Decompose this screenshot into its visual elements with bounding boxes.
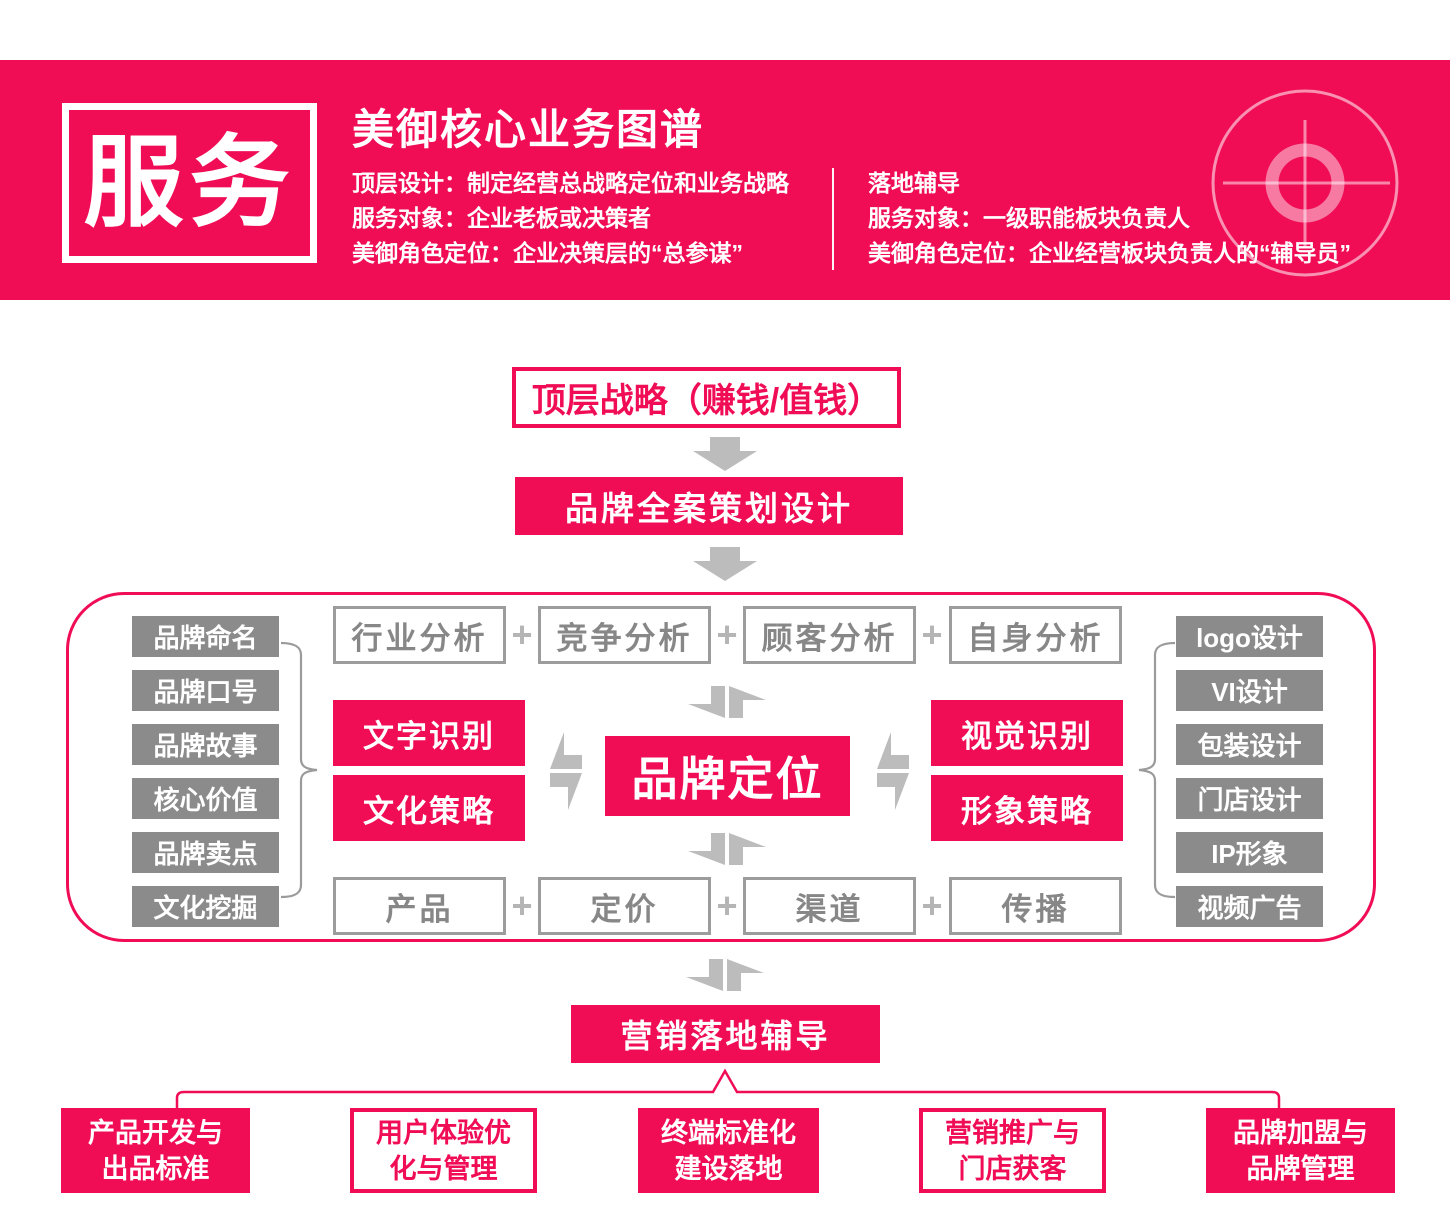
bottom-service-box-user-experience: 用户体验优化与管理: [350, 1108, 537, 1193]
brand-plan-box: 品牌全案策划设计: [515, 477, 903, 535]
bottom-box-line: 品牌加盟与: [1233, 1117, 1368, 1148]
service-badge: 服务: [62, 103, 317, 263]
brand-asset-item: 品牌命名: [132, 616, 279, 657]
brand-asset-item: 品牌卖点: [132, 832, 279, 873]
banner-right-info: 落地辅导 服务对象：一级职能板块负责人 美御角色定位：企业经营板块负责人的“辅导…: [868, 166, 1351, 271]
banner-right-info-line-1: 落地辅导: [868, 170, 960, 196]
banner-left-info-line-1: 顶层设计：制定经营总战略定位和业务战略: [352, 170, 789, 196]
brand-asset-item: 品牌口号: [132, 670, 279, 711]
design-output-item: VI设计: [1176, 670, 1323, 711]
banner-divider: [832, 168, 834, 270]
marketing-mix-box: 产品: [333, 877, 506, 935]
bottom-box-line: 品牌管理: [1246, 1153, 1355, 1184]
bottom-service-box-brand-franchise: 品牌加盟与品牌管理: [1206, 1108, 1395, 1193]
brand-plan-label: 品牌全案策划设计: [565, 490, 853, 527]
analysis-box: 顾客分析: [743, 606, 916, 664]
analysis-box: 自身分析: [949, 606, 1122, 664]
banner-left-info-line-3: 美御角色定位：企业决策层的“总参谋”: [352, 240, 743, 266]
plus-sign: +: [716, 885, 738, 926]
plus-sign: +: [511, 885, 533, 926]
brand-asset-item: 品牌故事: [132, 724, 279, 765]
brand-positioning-box: 品牌定位: [605, 736, 850, 816]
bottom-box-line: 终端标准化: [661, 1117, 796, 1148]
marketing-mix-box: 渠道: [743, 877, 916, 935]
plus-sign: +: [921, 885, 943, 926]
connector-line: [175, 1068, 1281, 1108]
down-arrow-icon: [693, 547, 757, 581]
visual-identity-box: 视觉识别: [931, 700, 1123, 766]
swap-vertical-icon: [688, 686, 766, 718]
design-output-item: logo设计: [1176, 616, 1323, 657]
swap-vertical-icon: [686, 959, 764, 991]
swap-horizontal-icon: [877, 732, 909, 810]
bottom-service-box-product-development: 产品开发与出品标准: [61, 1108, 250, 1193]
design-output-item: 视频广告: [1176, 886, 1323, 927]
brand-matrix-container: 品牌命名 品牌口号 品牌故事 核心价值 品牌卖点 文化挖掘 行业分析 + 竞争分…: [66, 592, 1376, 942]
bottom-box-line: 营销推广与: [945, 1117, 1080, 1148]
plus-sign: +: [716, 614, 738, 655]
banner-left-info: 顶层设计：制定经营总战略定位和业务战略 服务对象：企业老板或决策者 美御角色定位…: [352, 166, 789, 271]
target-icon: [1211, 89, 1399, 277]
plus-sign: +: [511, 614, 533, 655]
bottom-service-box-marketing-promotion: 营销推广与门店获客: [919, 1108, 1106, 1193]
right-brace: [1138, 641, 1176, 899]
marketing-coaching-box: 营销落地辅导: [571, 1005, 880, 1063]
swap-horizontal-icon: [550, 732, 582, 810]
analysis-box: 竞争分析: [538, 606, 711, 664]
bottom-box-line: 产品开发与: [88, 1117, 223, 1148]
marketing-mix-box: 定价: [538, 877, 711, 935]
bottom-box-line: 出品标准: [101, 1153, 210, 1184]
brand-asset-item: 文化挖掘: [132, 886, 279, 927]
plus-sign: +: [921, 614, 943, 655]
design-output-item: 包装设计: [1176, 724, 1323, 765]
bottom-box-line: 用户体验优: [376, 1117, 511, 1148]
brand-asset-item: 核心价值: [132, 778, 279, 819]
bottom-box-line: 门店获客: [958, 1153, 1067, 1184]
banner-right-info-line-3: 美御角色定位：企业经营板块负责人的“辅导员”: [868, 240, 1351, 266]
culture-strategy-box: 文化策略: [333, 775, 525, 841]
bottom-service-box-terminal-standardization: 终端标准化建设落地: [638, 1108, 819, 1193]
service-badge-label: 服务: [83, 127, 296, 239]
bottom-box-line: 化与管理: [389, 1153, 498, 1184]
marketing-mix-box: 传播: [949, 877, 1122, 935]
swap-vertical-icon: [688, 833, 766, 865]
design-output-item: IP形象: [1176, 832, 1323, 873]
bottom-box-line: 建设落地: [674, 1153, 783, 1184]
page-title: 美御核心业务图谱: [352, 106, 705, 153]
text-identity-box: 文字识别: [333, 700, 525, 766]
top-strategy-label: 顶层战略（赚钱/值钱）: [531, 382, 882, 420]
marketing-coaching-label: 营销落地辅导: [620, 1018, 831, 1054]
top-strategy-box: 顶层战略（赚钱/值钱）: [512, 367, 901, 428]
analysis-box: 行业分析: [333, 606, 506, 664]
header-banner: 服务 美御核心业务图谱 顶层设计：制定经营总战略定位和业务战略 服务对象：企业老…: [0, 60, 1450, 300]
down-arrow-icon: [693, 437, 757, 471]
image-strategy-box: 形象策略: [931, 775, 1123, 841]
design-output-item: 门店设计: [1176, 778, 1323, 819]
banner-left-info-line-2: 服务对象：企业老板或决策者: [352, 205, 651, 231]
banner-right-info-line-2: 服务对象：一级职能板块负责人: [868, 205, 1190, 231]
left-brace: [280, 641, 318, 899]
